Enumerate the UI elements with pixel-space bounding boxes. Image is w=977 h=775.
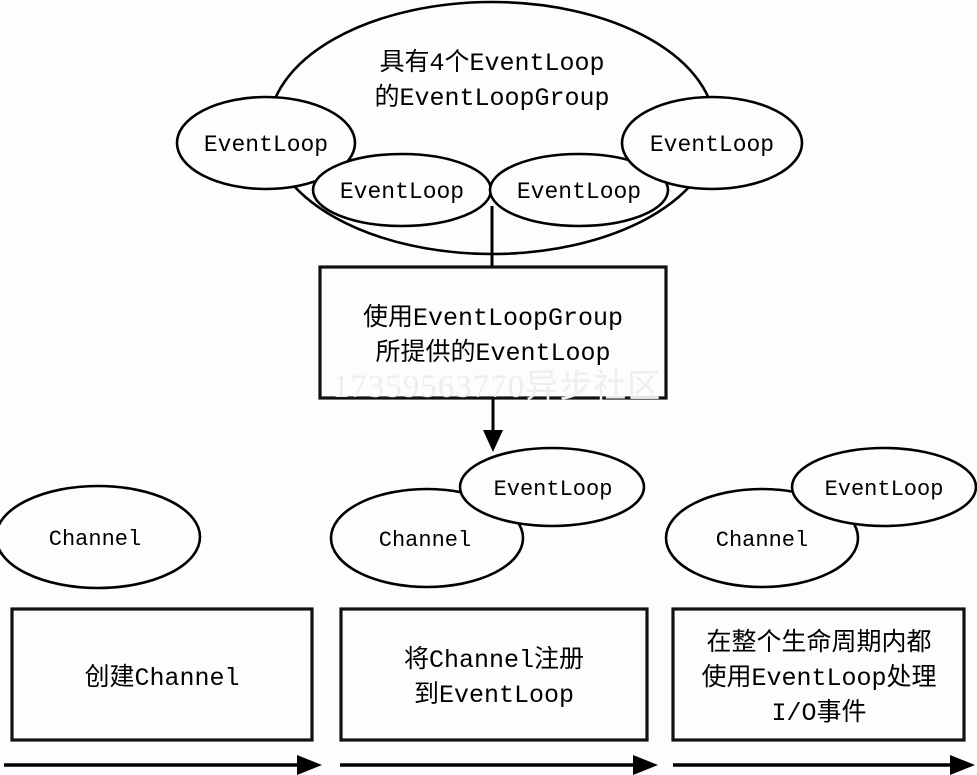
event-loop-group-cloud: 具有4个EventLoop 的EventLoopGroup EventLoop …: [175, 0, 804, 256]
cloud-event-loop-2: EventLoop: [311, 152, 493, 228]
stage-2-arrow-head: [633, 755, 658, 775]
channel-group-2: Channel EventLoop: [329, 446, 646, 589]
cloud-event-loop-1-ellipse: [175, 95, 357, 191]
middle-box-line-1: 使用EventLoopGroup: [363, 303, 623, 333]
stage-box-2: 将Channel注册 到EventLoop: [339, 607, 649, 742]
cloud-event-loop-1: EventLoop: [175, 95, 357, 191]
stage-3-arrow-head: [950, 755, 975, 775]
channel-group-2-event-loop-ellipse: [458, 446, 646, 528]
stage-3-arrow: [673, 755, 975, 775]
channel-group-3-channel-ellipse: [664, 487, 860, 589]
channel-group-2-channel-ellipse: [329, 487, 525, 589]
cloud-event-loop-2-label: EventLoop: [340, 179, 464, 205]
cloud-event-loop-1-label: EventLoop: [204, 132, 328, 158]
cloud-caption-line-2: 的EventLoopGroup: [374, 83, 609, 113]
middle-description-box-frame: [318, 265, 668, 400]
cloud-event-loop-3-ellipse: [488, 152, 670, 228]
middle-box-line-2: 所提供的EventLoop: [375, 338, 610, 368]
middle-description-box: 使用EventLoopGroup 所提供的EventLoop 173595637…: [318, 265, 668, 405]
stage-box-2-line-2: 到EventLoop: [414, 681, 574, 710]
box-to-event-loop-arrow-head: [483, 430, 503, 452]
stage-box-3-line-2: 使用EventLoop处理: [701, 663, 936, 693]
stage-1-arrow-head: [297, 755, 322, 775]
channel-group-1: Channel: [0, 484, 202, 590]
channel-group-3-channel-label: Channel: [716, 528, 808, 553]
watermark-label: 17359563770异步社区: [333, 368, 662, 405]
stage-box-1-line-1: 创建Channel: [84, 663, 239, 693]
channel-group-3: Channel EventLoop: [664, 446, 977, 589]
stage-box-3-line-3: I/O事件: [771, 698, 866, 728]
stage-box-3-frame: [671, 607, 966, 742]
stage-box-3-line-1: 在整个生命周期内都: [706, 628, 931, 658]
stage-box-1: 创建Channel: [10, 607, 314, 742]
stage-1-arrow: [4, 755, 322, 775]
cloud-caption-line-1: 具有4个EventLoop: [379, 48, 604, 78]
channel-group-1-channel-label: Channel: [49, 527, 141, 552]
cloud-event-loop-4-label: EventLoop: [650, 132, 774, 158]
stage-box-3: 在整个生命周期内都 使用EventLoop处理 I/O事件: [671, 607, 966, 742]
channel-group-1-channel-ellipse: [0, 484, 202, 590]
stage-box-2-frame: [339, 607, 649, 742]
stage-2-arrow: [340, 755, 658, 775]
channel-group-2-channel-label: Channel: [379, 528, 471, 553]
cloud-event-loop-3: EventLoop: [488, 152, 670, 228]
stage-box-2-line-1: 将Channel注册: [404, 645, 584, 675]
cloud-event-loop-4-ellipse: [620, 95, 804, 191]
channel-group-3-event-loop-label: EventLoop: [825, 477, 944, 502]
cloud-event-loop-4: EventLoop: [620, 95, 804, 191]
cloud-event-loop-3-label: EventLoop: [517, 179, 641, 205]
channel-group-2-event-loop-label: EventLoop: [494, 477, 613, 502]
stage-box-1-frame: [10, 607, 314, 742]
channel-group-3-event-loop-ellipse: [790, 446, 977, 528]
box-to-event-loop-arrow: [483, 399, 503, 452]
